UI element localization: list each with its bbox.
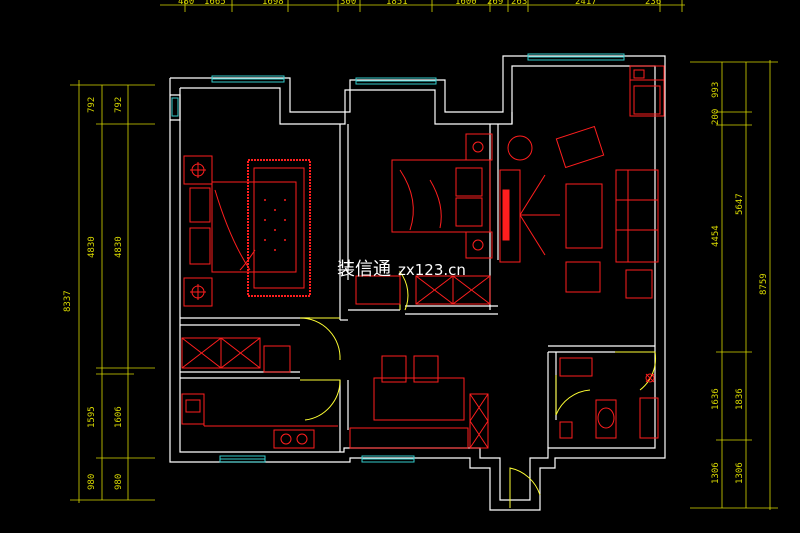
watermark-mark: 装信通 bbox=[337, 259, 391, 280]
left-dim-outer-3: 1595 bbox=[87, 406, 97, 428]
top-dim-1: 480 bbox=[178, 0, 194, 7]
center-bedroom-desk bbox=[355, 275, 401, 305]
top-dim-3: 1698 bbox=[262, 0, 284, 7]
door-bathroom bbox=[615, 351, 656, 391]
top-dim-10: 236 bbox=[645, 0, 661, 7]
left-dim-inner-4: 980 bbox=[114, 474, 124, 490]
door-entrance bbox=[509, 467, 541, 508]
left-dim-outer-2: 4830 bbox=[87, 236, 97, 258]
right-dim-outer-3: 1836 bbox=[735, 388, 745, 410]
center-bedroom-bed bbox=[391, 133, 493, 259]
left-dim-inner-3: 1606 bbox=[114, 406, 124, 428]
living-ottoman-2 bbox=[625, 269, 653, 299]
top-dim-5: 1851 bbox=[386, 0, 408, 7]
left-dim-inner-1: 792 bbox=[114, 97, 124, 113]
left-bedroom-wardrobe bbox=[181, 337, 261, 369]
left-bedroom-bed bbox=[189, 159, 311, 297]
living-sofa bbox=[615, 169, 659, 263]
walls bbox=[169, 55, 666, 511]
bathroom-fixtures bbox=[559, 357, 659, 439]
partition-counter bbox=[349, 427, 469, 449]
top-dim-9: 2417 bbox=[575, 0, 597, 7]
living-tv-unit bbox=[499, 169, 560, 263]
left-bedroom-nightstands bbox=[183, 155, 213, 307]
top-dim-8: 263 bbox=[511, 0, 527, 7]
kitchen-counter bbox=[181, 393, 338, 427]
left-dimension-texts: 8337 792 4830 1595 980 792 4830 1606 980 bbox=[63, 97, 124, 490]
left-cabinet bbox=[263, 345, 291, 373]
furniture bbox=[181, 65, 665, 449]
door-center-bedroom bbox=[399, 270, 409, 311]
door-bathroom-inner bbox=[555, 375, 591, 416]
left-bedroom-pattern bbox=[264, 199, 286, 251]
left-dim-outer-4: 980 bbox=[87, 474, 97, 490]
right-dim-inner-4: 1306 bbox=[711, 462, 721, 484]
center-bedroom-wardrobe bbox=[415, 275, 491, 305]
watermark: 装信通 zx123.cn bbox=[337, 259, 466, 280]
dimension-lines bbox=[70, 0, 778, 510]
round-table bbox=[507, 135, 533, 161]
left-dim-inner-2: 4830 bbox=[114, 236, 124, 258]
top-dim-2: 1665 bbox=[204, 0, 226, 7]
right-dim-outer-1: 993 bbox=[711, 82, 721, 98]
dining-set bbox=[373, 355, 465, 421]
doors bbox=[299, 270, 656, 508]
top-dim-4: 300 bbox=[340, 0, 356, 7]
right-dim-inner-1: 200 bbox=[711, 109, 721, 125]
door-kitchen bbox=[300, 379, 341, 421]
right-dim-outer-2: 5647 bbox=[735, 193, 745, 215]
windows bbox=[171, 53, 625, 463]
watermark-domain: zx123.cn bbox=[398, 261, 466, 279]
kitchen-stove bbox=[273, 429, 315, 449]
living-ottoman-1 bbox=[565, 261, 601, 293]
right-dimension-texts: 200 993 4454 5647 8759 1636 1836 1306 13… bbox=[711, 82, 769, 484]
right-dim-outer-4: 1306 bbox=[735, 462, 745, 484]
top-dimension-texts: 480 1665 1698 300 1851 1600 269 263 2417… bbox=[178, 0, 661, 7]
left-dim-outer-1: 792 bbox=[87, 97, 97, 113]
living-armchair bbox=[555, 125, 605, 169]
cabinet-top-right bbox=[629, 65, 665, 117]
shoe-cabinet bbox=[469, 393, 489, 449]
left-dim-overall: 8337 bbox=[63, 290, 73, 312]
top-dim-7: 269 bbox=[487, 0, 503, 7]
living-coffee-table bbox=[565, 183, 603, 249]
right-dim-inner-2: 4454 bbox=[711, 225, 721, 247]
right-dim-inner-3: 1636 bbox=[711, 388, 721, 410]
window-balcony bbox=[171, 97, 179, 117]
top-dim-6: 1600 bbox=[455, 0, 477, 7]
door-left-bedroom bbox=[299, 317, 341, 361]
right-dim-overall: 8759 bbox=[759, 273, 769, 295]
